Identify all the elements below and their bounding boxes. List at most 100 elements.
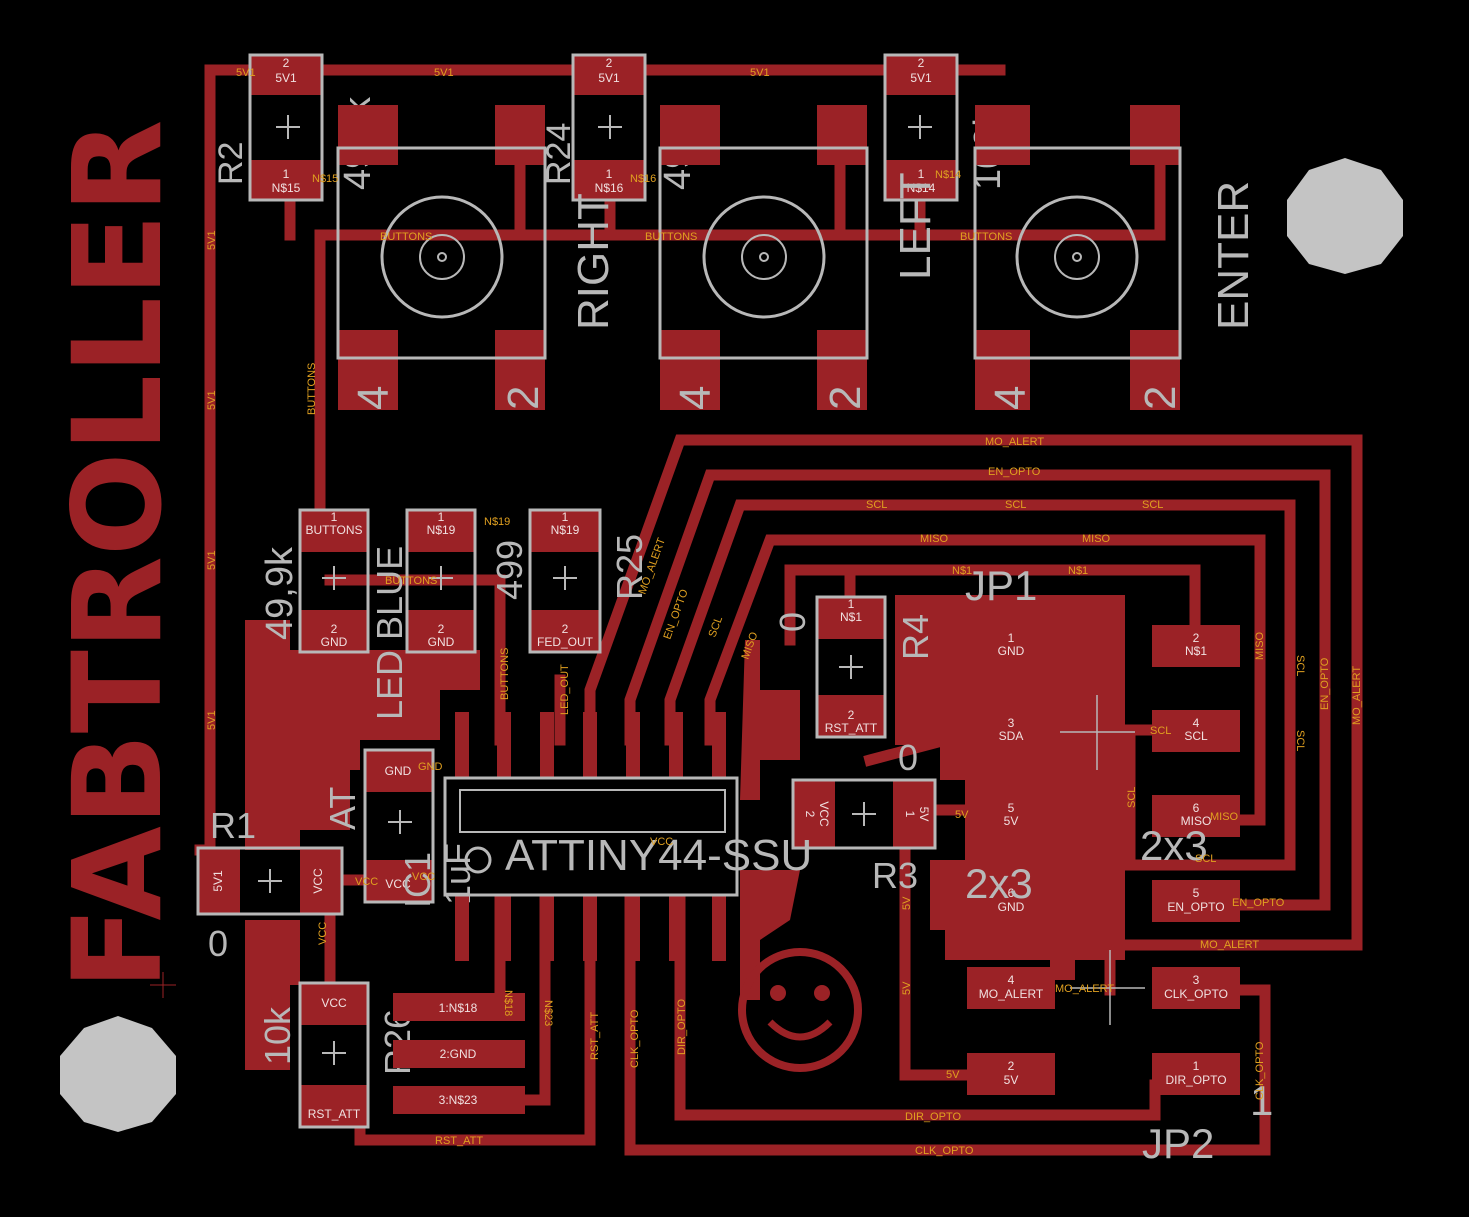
- resistor-r1[interactable]: 5V1 VCC R1 0: [196, 805, 344, 964]
- svg-text:CLK_OPTO: CLK_OPTO: [1254, 1041, 1266, 1100]
- svg-text:SCL: SCL: [1184, 729, 1208, 743]
- svg-text:1: 1: [1193, 1059, 1200, 1073]
- svg-text:MO_ALERT: MO_ALERT: [979, 987, 1044, 1001]
- svg-text:CLK_OPTO: CLK_OPTO: [915, 1145, 974, 1157]
- svg-text:2x3: 2x3: [965, 860, 1033, 907]
- svg-text:49,9k: 49,9k: [259, 546, 301, 640]
- svg-text:2: 2: [821, 386, 870, 410]
- ic-pins-bottom: [455, 895, 726, 961]
- svg-text:MO_ALERT: MO_ALERT: [985, 436, 1044, 448]
- svg-text:MISO: MISO: [1181, 814, 1212, 828]
- svg-text:N$1: N$1: [952, 565, 972, 577]
- svg-text:SCL: SCL: [1294, 730, 1306, 751]
- header-jp1[interactable]: 1 GND 3 SDA 5 5V 2 N$1 4 SCL 6 MISO JP1 …: [965, 562, 1240, 869]
- svg-text:EN_OPTO: EN_OPTO: [988, 466, 1041, 478]
- svg-text:5V: 5V: [901, 981, 913, 995]
- svg-text:RST_ATT: RST_ATT: [308, 1107, 361, 1121]
- resistor-49k-pulldown[interactable]: 1 BUTTONS 2 GND 49,9k: [259, 508, 370, 654]
- svg-text:VCC: VCC: [321, 996, 347, 1010]
- ic-pins-top: [455, 712, 726, 778]
- svg-text:1:N$18: 1:N$18: [439, 1001, 478, 1015]
- svg-text:1: 1: [903, 811, 917, 818]
- svg-text:1: 1: [1250, 1077, 1273, 1124]
- svg-text:1: 1: [606, 167, 613, 181]
- svg-text:N$19: N$19: [551, 523, 580, 537]
- button-left[interactable]: 4 2 LEFT: [658, 105, 940, 410]
- svg-text:2: 2: [331, 622, 338, 636]
- resistor-r4[interactable]: 1 N$1 2 RST_ATT 0 R4: [772, 595, 936, 739]
- svg-text:R4: R4: [895, 614, 936, 660]
- svg-text:SCL: SCL: [1126, 787, 1138, 808]
- svg-text:N$14: N$14: [907, 181, 936, 195]
- svg-text:5V1: 5V1: [206, 390, 218, 410]
- svg-text:BUTTONS: BUTTONS: [306, 363, 318, 415]
- svg-text:2: 2: [1136, 386, 1185, 410]
- svg-text:BUTTONS: BUTTONS: [645, 231, 697, 243]
- svg-text:N$23: N$23: [542, 1000, 554, 1026]
- svg-text:2: 2: [499, 386, 548, 410]
- svg-text:SCL: SCL: [1150, 725, 1171, 737]
- resistor-r26[interactable]: VCC RST_ATT 10k R26: [257, 981, 418, 1129]
- mounting-hole-bottom-left: [60, 1016, 176, 1132]
- svg-text:1: 1: [562, 510, 569, 524]
- svg-text:ATTINY44-SSU: ATTINY44-SSU: [505, 831, 812, 880]
- svg-text:5: 5: [1193, 886, 1200, 900]
- svg-text:5V1: 5V1: [434, 67, 454, 79]
- svg-text:6: 6: [1008, 886, 1015, 900]
- svg-text:DIR_OPTO: DIR_OPTO: [1165, 1073, 1226, 1087]
- svg-text:DIR_OPTO: DIR_OPTO: [905, 1111, 961, 1123]
- svg-text:SDA: SDA: [999, 729, 1024, 743]
- svg-text:3:N$23: 3:N$23: [439, 1093, 478, 1107]
- svg-text:6: 6: [1193, 801, 1200, 815]
- svg-text:EN_OPTO: EN_OPTO: [1167, 900, 1224, 914]
- svg-text:4: 4: [1008, 973, 1015, 987]
- svg-text:R3: R3: [872, 855, 918, 896]
- svg-text:5V1: 5V1: [275, 71, 297, 85]
- svg-text:GND: GND: [998, 644, 1025, 658]
- svg-text:GND: GND: [428, 635, 455, 649]
- svg-text:SCL: SCL: [1005, 499, 1026, 511]
- svg-text:CLK_OPTO: CLK_OPTO: [629, 1009, 641, 1068]
- svg-text:3: 3: [1008, 716, 1015, 730]
- svg-text:MO_ALERT: MO_ALERT: [1055, 983, 1114, 995]
- svg-text:4: 4: [986, 386, 1035, 410]
- svg-text:2: 2: [283, 56, 290, 70]
- svg-text:MISO: MISO: [1082, 533, 1111, 545]
- svg-text:GND: GND: [321, 635, 348, 649]
- button-right[interactable]: 4 2 RIGHT: [336, 105, 618, 410]
- svg-text:MISO: MISO: [1210, 811, 1239, 823]
- svg-text:CLK_OPTO: CLK_OPTO: [1164, 987, 1228, 1001]
- svg-text:R2: R2: [212, 142, 250, 185]
- svg-text:N$1: N$1: [1068, 565, 1088, 577]
- svg-text:1: 1: [331, 510, 338, 524]
- svg-text:ENTER: ENTER: [1209, 181, 1258, 330]
- resistor-r3[interactable]: 2 VCC 1 5V 0 R3: [791, 737, 937, 896]
- svg-text:SCL: SCL: [1142, 499, 1163, 511]
- svg-text:MISO: MISO: [920, 533, 949, 545]
- svg-text:VCC: VCC: [355, 876, 378, 888]
- svg-text:R25: R25: [609, 534, 650, 600]
- svg-text:1: 1: [848, 597, 855, 611]
- resistor-r25[interactable]: 1 N$19 2 FED_OUT 499 R25: [489, 508, 650, 654]
- header-jp3[interactable]: 1:N$18 2:GND 3:N$23: [393, 993, 525, 1114]
- svg-text:BUTTONS: BUTTONS: [380, 231, 432, 243]
- svg-text:RST_ATT: RST_ATT: [589, 1012, 601, 1060]
- svg-text:N$19: N$19: [484, 516, 510, 528]
- svg-text:5V1: 5V1: [211, 870, 225, 892]
- svg-text:AT: AT: [322, 787, 363, 830]
- net-labels: 5V1 5V1 5V1 5V1 5V1 5V1 5V1 BUTTONS BUTT…: [206, 67, 1363, 1157]
- svg-text:N$19: N$19: [427, 523, 456, 537]
- svg-text:4: 4: [1193, 716, 1200, 730]
- ic-attiny44[interactable]: ATTINY44-SSU: [443, 712, 812, 961]
- svg-text:5V: 5V: [917, 807, 931, 822]
- svg-text:0: 0: [772, 612, 813, 632]
- svg-text:5V1: 5V1: [910, 71, 932, 85]
- svg-text:5V1: 5V1: [236, 67, 256, 79]
- header-jp2[interactable]: 6 GND 4 MO_ALERT 2 5V 5 EN_OPTO 3 CLK_OP…: [965, 860, 1273, 1167]
- svg-text:MO_ALERT: MO_ALERT: [1200, 939, 1259, 951]
- button-enter[interactable]: 4 2 ENTER: [973, 105, 1258, 410]
- led-blue[interactable]: 1 N$19 2 GND LED BLUE: [369, 508, 477, 720]
- svg-text:N$15: N$15: [312, 173, 338, 185]
- svg-text:EN_OPTO: EN_OPTO: [1232, 897, 1285, 909]
- svg-text:MISO: MISO: [1254, 631, 1266, 660]
